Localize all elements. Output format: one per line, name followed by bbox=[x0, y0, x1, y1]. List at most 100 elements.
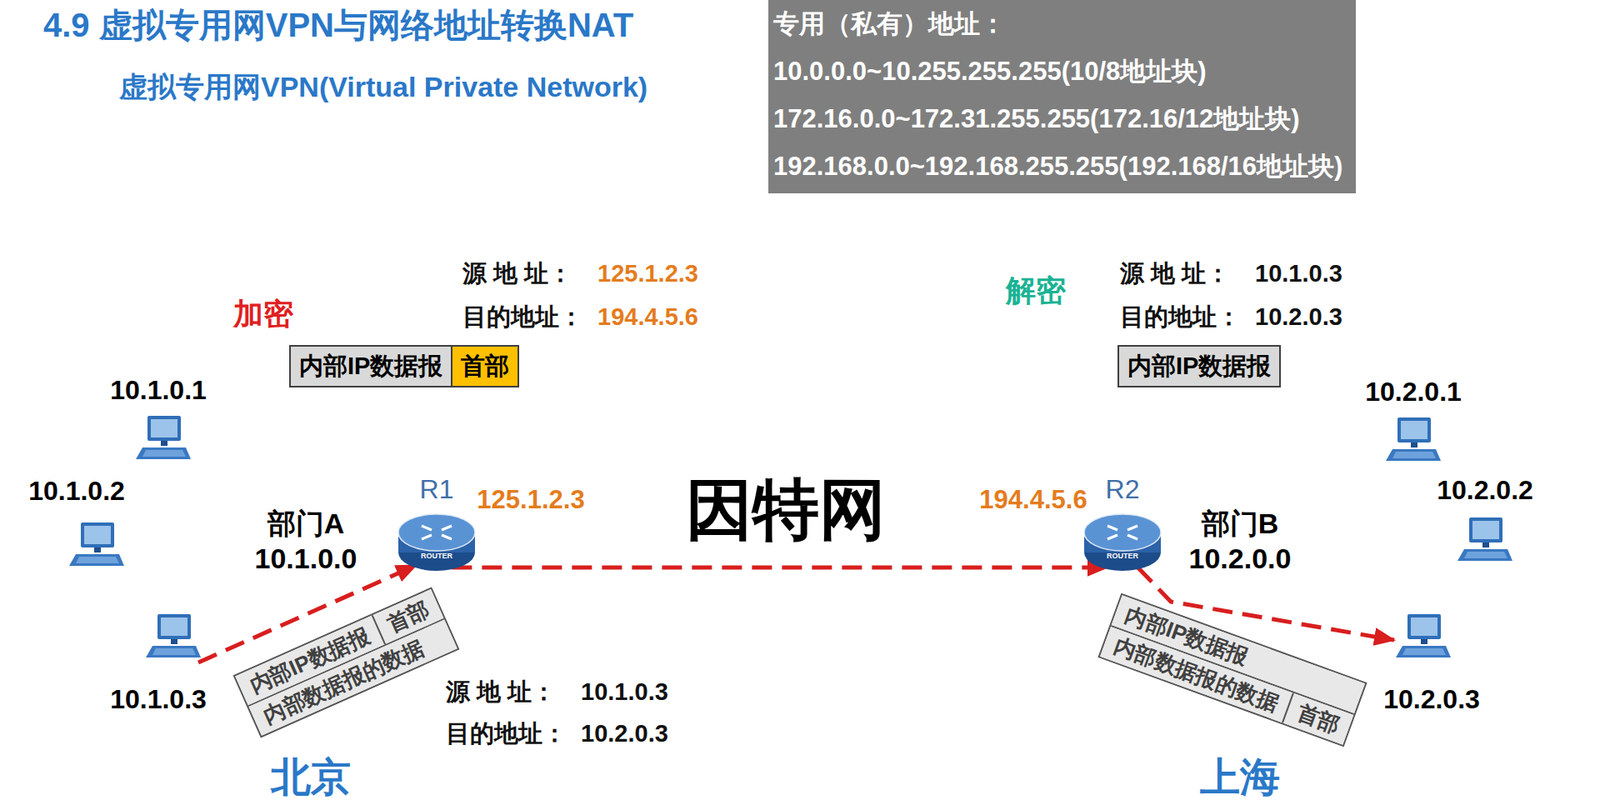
label-wrap: 10.2.0.3 bbox=[580, 719, 669, 749]
address-panel: 专用（私有）地址：10.0.0.0~10.255.255.255(10/8地址块… bbox=[768, 0, 1356, 194]
address-range: 192.168.0.0~192.168.255.255(192.168/16地址… bbox=[773, 142, 1343, 190]
host-address: 10.1.0.2 bbox=[28, 477, 125, 505]
lock-icon bbox=[1070, 344, 1110, 385]
lan-link bbox=[1339, 541, 1456, 547]
cloud-lobe bbox=[1185, 500, 1295, 619]
lan-link bbox=[1315, 459, 1385, 504]
cloud-lobe bbox=[251, 500, 360, 619]
title-wrap: 4.9 虚拟专用网VPN与网络地址转换NAT bbox=[43, 2, 634, 49]
encrypted-packet: 内部IP数据报 bbox=[1117, 345, 1281, 388]
label-wrap: 源 地 址： bbox=[445, 677, 556, 707]
lan-link bbox=[125, 546, 207, 549]
label-wrap: 194.4.5.6 bbox=[979, 484, 1087, 515]
network-cloud: 部门B10.2.0.0 bbox=[1135, 471, 1345, 630]
lan-link bbox=[1323, 590, 1395, 624]
computer-icon bbox=[67, 520, 126, 571]
label-wrap: 虚拟专用网VPN(Virtual Private Network) bbox=[119, 70, 648, 105]
encrypt-label: 加密 bbox=[233, 295, 294, 332]
ip-address: 194.4.5.6 bbox=[979, 484, 1087, 515]
label-wrap: 125.1.2.3 bbox=[476, 484, 585, 515]
network-cloud: 部门A10.1.0.0 bbox=[201, 471, 410, 630]
router-name: R1 bbox=[420, 475, 455, 503]
ip-address: 10.1.0.3 bbox=[580, 677, 669, 707]
host-address: 10.1.0.1 bbox=[110, 376, 207, 404]
field-name: 源 地 址： bbox=[462, 259, 573, 289]
key-icon bbox=[1080, 250, 1100, 327]
field-name: 目的地址： bbox=[1120, 302, 1241, 332]
host-computer: 10.2.0.3 bbox=[1394, 612, 1453, 663]
host-label-wrap: 10.1.0.3 bbox=[110, 685, 207, 713]
ip-address: 10.2.0.3 bbox=[580, 719, 669, 749]
network-name: 部门A bbox=[267, 505, 345, 542]
label-wrap: 10.1.0.3 bbox=[580, 677, 669, 707]
wan-link bbox=[955, 531, 1085, 550]
decrypt-label: 解密 bbox=[1005, 272, 1066, 309]
label-wrap: 北京 bbox=[270, 753, 351, 802]
host-address: 10.2.0.2 bbox=[1436, 476, 1534, 504]
computer-icon bbox=[144, 612, 203, 663]
computer-icon bbox=[1455, 515, 1515, 566]
host-label-wrap: 10.1.0.2 bbox=[28, 477, 125, 505]
network-address: 10.1.0.0 bbox=[255, 540, 358, 577]
router-name: R2 bbox=[1105, 475, 1140, 503]
host-label-wrap: 10.2.0.2 bbox=[1436, 476, 1534, 504]
label-wrap: 目的地址： bbox=[462, 302, 584, 332]
host-address: 10.2.0.1 bbox=[1365, 378, 1462, 405]
host-computer: 10.2.0.1 bbox=[1384, 415, 1443, 466]
encrypted-packet: 内部IP数据报首部 bbox=[289, 345, 520, 388]
host-label-wrap: 10.2.0.3 bbox=[1383, 685, 1480, 713]
datagram-body: 内部IP数据报 bbox=[290, 346, 451, 386]
label-wrap: 加密 bbox=[233, 295, 294, 332]
label-wrap: 目的地址： bbox=[445, 719, 567, 749]
host-computer: 10.1.0.1 bbox=[134, 414, 193, 465]
address-range: 172.16.0.0~172.31.255.255(172.16/12地址块) bbox=[773, 95, 1343, 143]
page-title: 4.9 虚拟专用网VPN与网络地址转换NAT bbox=[43, 2, 634, 49]
network-address: 10.2.0.0 bbox=[1189, 540, 1292, 577]
router-label-wrap: R1 bbox=[420, 475, 455, 503]
ip-address: 125.1.2.3 bbox=[597, 259, 699, 289]
ip-address: 10.2.0.3 bbox=[1255, 302, 1343, 332]
wan-link bbox=[475, 531, 616, 550]
lan-link bbox=[192, 461, 239, 498]
ip-address: 10.1.0.3 bbox=[1255, 259, 1343, 289]
address-range: 10.0.0.0~10.255.255.255(10/8地址块) bbox=[773, 47, 1343, 95]
host-address: 10.1.0.3 bbox=[110, 685, 207, 713]
label-wrap: 源 地 址： bbox=[462, 259, 573, 289]
lan-link bbox=[202, 599, 232, 619]
computer-icon bbox=[134, 414, 193, 465]
router-shape bbox=[1082, 509, 1163, 573]
panel-heading: 专用（私有）地址： bbox=[773, 0, 1343, 48]
host-label-wrap: 10.1.0.1 bbox=[110, 376, 207, 404]
router-caption: ROUTER bbox=[1106, 552, 1139, 560]
router-shape bbox=[396, 509, 477, 573]
field-name: 目的地址： bbox=[462, 302, 584, 332]
router-icon: R1ROUTER bbox=[396, 509, 477, 573]
label-wrap: 194.4.5.6 bbox=[597, 302, 699, 332]
network-name: 因特网 bbox=[685, 476, 886, 544]
ip-address: 125.1.2.3 bbox=[476, 484, 585, 515]
city-label: 上海 bbox=[1200, 753, 1280, 802]
lock-icon bbox=[243, 344, 284, 385]
label-wrap: 源 地 址： bbox=[1120, 259, 1230, 289]
label-wrap: 目的地址： bbox=[1120, 302, 1241, 332]
router-icon: R2ROUTER bbox=[1082, 509, 1163, 573]
ip-datagram: 内部IP数据报首部内部数据报的数据 bbox=[232, 587, 459, 739]
router-caption-wrap: ROUTER bbox=[420, 552, 453, 560]
label-wrap: 125.1.2.3 bbox=[597, 259, 699, 289]
computer-icon bbox=[1394, 612, 1453, 663]
label-wrap: 10.2.0.3 bbox=[1255, 302, 1343, 332]
vpn-tunnel-arrow bbox=[451, 565, 1107, 570]
datagram-header: 首部 bbox=[450, 346, 518, 386]
host-computer: 10.2.0.2 bbox=[1455, 515, 1515, 566]
subtitle: 虚拟专用网VPN(Virtual Private Network) bbox=[119, 70, 648, 105]
label-wrap: 10.1.0.3 bbox=[1255, 259, 1343, 289]
network-name: 部门B bbox=[1201, 505, 1280, 542]
field-name: 源 地 址： bbox=[1120, 259, 1230, 289]
field-name: 目的地址： bbox=[445, 719, 567, 749]
computer-icon bbox=[1384, 415, 1443, 466]
datagram-body: 内部IP数据报 bbox=[1119, 346, 1280, 386]
label-wrap: 上海 bbox=[1200, 753, 1280, 802]
host-label-wrap: 10.2.0.1 bbox=[1365, 378, 1462, 405]
bullet-square bbox=[67, 71, 102, 105]
router-label-wrap: R2 bbox=[1105, 475, 1140, 503]
